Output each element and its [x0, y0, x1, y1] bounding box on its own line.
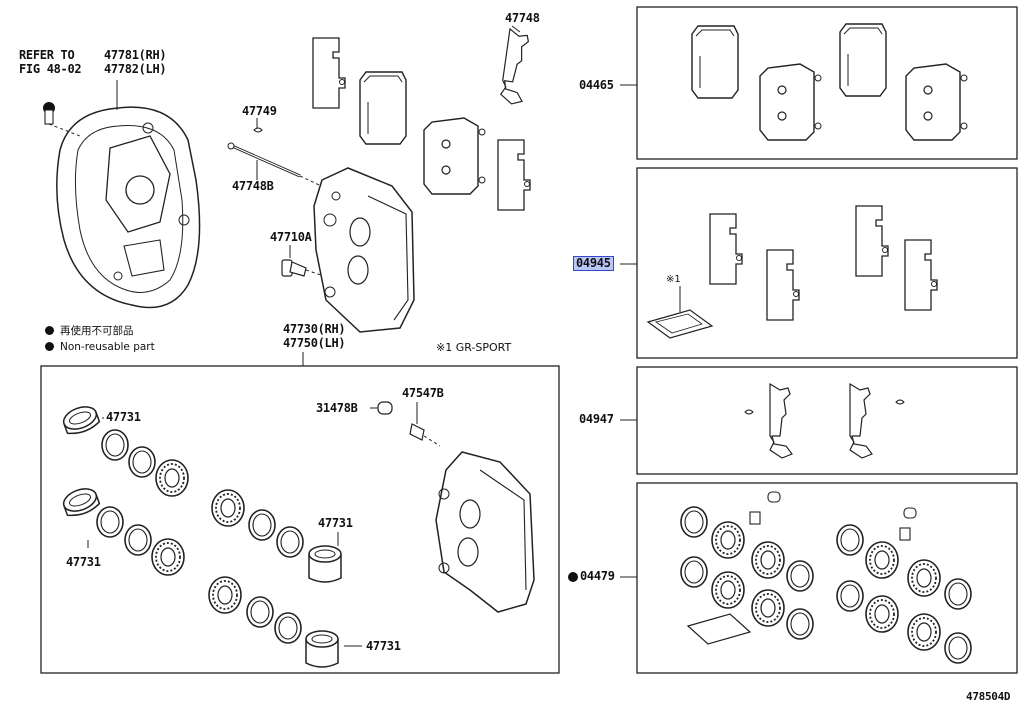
shim-kit-04945-illustration [646, 205, 938, 339]
part-47730-rh[interactable]: 47730(RH) [283, 322, 346, 336]
seal-kit-04479-illustration [568, 491, 972, 664]
caliper-lower-illustration [435, 451, 535, 613]
dust-shield-illustration [56, 106, 201, 309]
part-47748[interactable]: 47748 [505, 11, 540, 25]
part-47547b[interactable]: 47547B [402, 386, 444, 400]
caliper-upper-illustration [313, 167, 415, 333]
part-04479[interactable]: 04479 [580, 569, 615, 583]
kit-box-04465 [636, 6, 1018, 160]
caliper-assembly-box [40, 365, 560, 674]
non-reusable-dot-icon [45, 326, 54, 335]
part-04945-highlighted[interactable]: 04945 [573, 256, 614, 271]
part-47731-b[interactable]: 47731 [66, 555, 101, 569]
legend-jp: 再使用不可部品 [45, 323, 134, 338]
gr-sport-marker: ※1 [666, 274, 681, 285]
shield-bolt-illustration [43, 102, 81, 137]
part-47710a[interactable]: 47710A [270, 230, 312, 244]
kit-box-04947 [636, 366, 1018, 475]
part-31478b[interactable]: 31478B [316, 401, 358, 415]
kit-box-04945 [636, 167, 1018, 359]
legend-en: Non-reusable part [45, 341, 155, 353]
legend-en-text: Non-reusable part [60, 341, 155, 353]
legend-jp-text: 再使用不可部品 [60, 325, 134, 337]
pad-pin-illustration [227, 127, 331, 191]
part-47731-a[interactable]: 47731 [106, 410, 141, 424]
part-47782-lh[interactable]: 47782(LH) [104, 62, 167, 76]
part-47749[interactable]: 47749 [242, 104, 277, 118]
part-47781-rh[interactable]: 47781(RH) [104, 48, 167, 62]
figure-id: 478504D [966, 690, 1011, 703]
piston-seal-set-illustration [59, 402, 342, 668]
part-47731-d[interactable]: 47731 [366, 639, 401, 653]
gr-sport-note: ※1 GR-SPORT [436, 341, 512, 354]
refer-line-1: REFER TO [19, 48, 75, 62]
clip-kit-04947-illustration [744, 383, 905, 459]
upper-pads-illustration [312, 25, 533, 211]
pad-kit-04465-illustration [691, 23, 968, 141]
non-reusable-dot-icon [45, 342, 54, 351]
kit-box-04479 [636, 482, 1018, 674]
part-47750-lh[interactable]: 47750(LH) [283, 336, 346, 350]
bleeder-cap-illustration [370, 401, 441, 447]
part-04465[interactable]: 04465 [579, 78, 614, 92]
part-47731-c[interactable]: 47731 [318, 516, 353, 530]
part-47748b[interactable]: 47748B [232, 179, 274, 193]
bleeder-bolt-illustration [281, 259, 331, 279]
part-04947[interactable]: 04947 [579, 412, 614, 426]
refer-line-2: FIG 48-02 [19, 62, 82, 76]
